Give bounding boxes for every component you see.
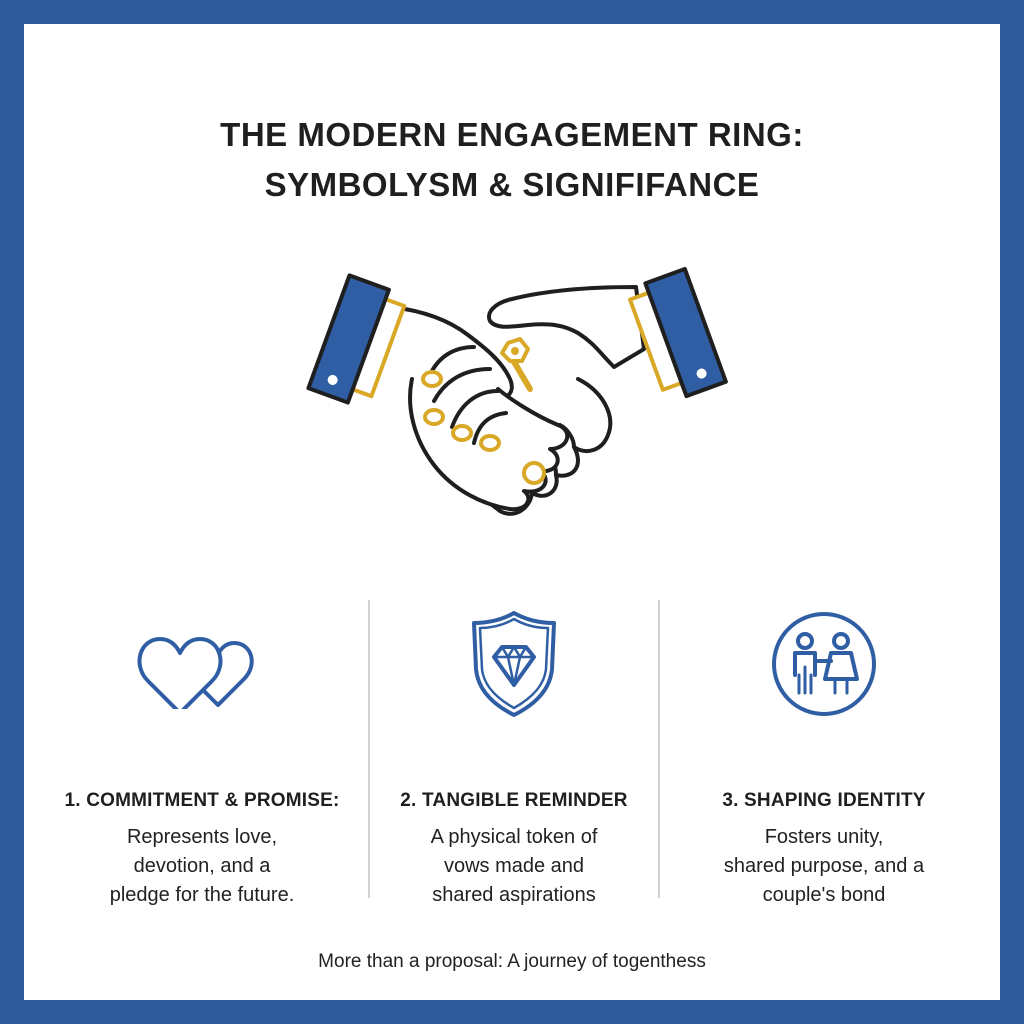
page-title: THE MODERN ENGAGEMENT RING: SYMBOLYSM & … [24, 110, 1000, 210]
body-line: shared purpose, and a [723, 855, 925, 877]
body-line: shared aspirations [432, 884, 596, 906]
body-line: couple's bond [762, 884, 886, 906]
column-heading: 1. COMMITMENT & PROMISE: [64, 790, 340, 811]
column-body: Represents love, devotion, and a pledge … [54, 823, 350, 910]
column-commitment: 1. COMMITMENT & PROMISE: Represents love… [54, 609, 350, 906]
column-divider-1 [368, 600, 370, 898]
column-identity: 3. SHAPING IDENTITY Fosters unity, share… [676, 609, 972, 906]
body-line: devotion, and a [133, 855, 271, 877]
column-body: A physical token of vows made and shared… [366, 823, 662, 910]
body-line: vows made and [443, 855, 585, 877]
title-line-2: SYMBOLYSM & SIGNIFIFANCE [264, 166, 760, 203]
body-line: pledge for the future. [109, 884, 295, 906]
footer-tagline: More than a proposal: A journey of togen… [318, 951, 706, 972]
body-line: A physical token of [430, 826, 598, 848]
column-reminder: 2. TANGIBLE REMINDER A physical token of… [366, 609, 662, 906]
column-divider-2 [658, 600, 660, 898]
body-line: Represents love, [126, 826, 278, 848]
title-line-1: THE MODERN ENGAGEMENT RING: [220, 116, 804, 153]
column-heading: 3. SHAPING IDENTITY [722, 790, 926, 811]
handshake-with-rings-icon [306, 266, 728, 516]
infographic-card: THE MODERN ENGAGEMENT RING: SYMBOLYSM & … [24, 24, 1000, 1000]
diamond-shield-icon [472, 611, 556, 717]
two-hearts-icon [137, 637, 254, 709]
couple-circle-icon [772, 612, 876, 716]
column-body: Fosters unity, shared purpose, and a cou… [676, 823, 972, 910]
column-heading: 2. TANGIBLE REMINDER [400, 790, 628, 811]
body-line: Fosters unity, [764, 826, 884, 848]
